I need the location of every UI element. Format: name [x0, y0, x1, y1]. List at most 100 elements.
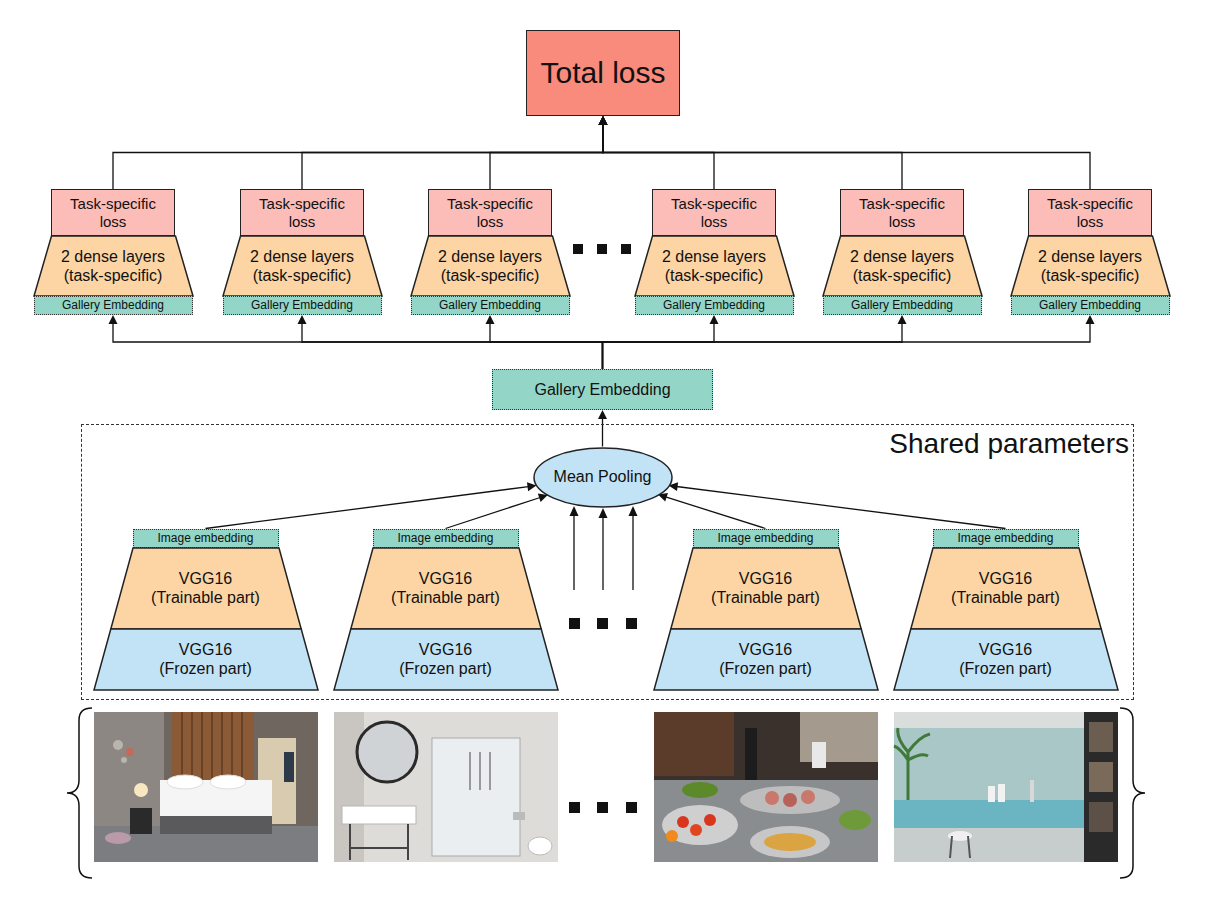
photo-bottle: [998, 784, 1005, 802]
embedding-box: Image embedding: [133, 529, 279, 548]
connector-line: [603, 124, 902, 189]
photo-pasta: [764, 833, 816, 851]
connector-line: [490, 124, 603, 189]
node-label: Task-specific loss: [1038, 195, 1142, 231]
photo-wood-wall: [654, 712, 734, 776]
photo-shelves: [1084, 712, 1118, 862]
region-title: Shared parameters: [889, 427, 1129, 461]
photo-jug: [812, 742, 826, 768]
arrow-head: [599, 116, 608, 125]
vgg-trainable-trapezoid-outline: [910, 548, 1100, 629]
node-label: Gallery Embedding: [62, 298, 164, 312]
node-label: Mean Pooling: [554, 467, 652, 486]
bedroom-photo: [94, 712, 318, 862]
photo-decor: [121, 757, 127, 763]
bathroom-photo: [334, 712, 558, 862]
photo-tomato: [666, 830, 678, 842]
connector-line: [677, 487, 1006, 529]
dense-layers-trapezoid-shape: [1011, 236, 1170, 296]
node-label: VGG16 (Frozen part): [951, 640, 1061, 678]
photo-toilet: [528, 837, 552, 855]
photo-nightstand: [130, 808, 152, 834]
vgg-frozen-trapezoid-shape: [894, 629, 1118, 690]
embedding-box: Gallery Embedding: [492, 369, 713, 410]
photo-sink-stand: [350, 824, 408, 860]
connector-arrow: [658, 493, 766, 529]
dense-layers-trapezoid-outline: [34, 236, 193, 296]
vgg-frozen-trapezoid-outline: [334, 629, 558, 690]
photo-window: [284, 752, 294, 782]
node-label: 2 dense layers (task-specific): [241, 247, 363, 285]
ellipsis-dot: [597, 802, 608, 813]
vgg-trainable-trapezoid-shape: [654, 548, 878, 629]
dense-layers-trapezoid-shape: [34, 236, 193, 296]
embedding-box: Gallery Embedding: [223, 296, 382, 315]
vgg-trainable-trapezoid-shape: [334, 548, 558, 629]
arrow-head: [629, 506, 638, 516]
connector-line: [113, 323, 603, 369]
embedding-box: Gallery Embedding: [411, 296, 570, 315]
node-label: 2 dense layers (task-specific): [653, 247, 775, 285]
vgg-frozen-trapezoid-outline: [94, 629, 318, 690]
vgg-frozen-trapezoid-outline: [894, 629, 1118, 690]
photo-rail: [1030, 780, 1034, 802]
node-label: VGG16 (Frozen part): [391, 640, 501, 678]
connector-line: [302, 124, 603, 189]
vgg-frozen-trapezoid-shape: [94, 629, 318, 690]
node-label: VGG16 (Trainable part): [943, 569, 1069, 607]
embedding-box: Image embedding: [373, 529, 519, 548]
node-label: Gallery Embedding: [439, 298, 541, 312]
node-label: Total loss: [540, 55, 665, 91]
connector-line: [602, 418, 603, 447]
vgg-frozen-trapezoid: VGG16 (Frozen part): [654, 629, 878, 690]
extra-arrow: [632, 516, 633, 590]
vgg-trainable-trapezoid-outline: [670, 548, 860, 629]
dense-layers-trapezoid: 2 dense layers (task-specific): [411, 236, 570, 296]
photo-tray: [662, 805, 738, 845]
photo-pillow: [167, 775, 203, 789]
connector-line: [603, 124, 1090, 189]
embedding-box: Gallery Embedding: [635, 296, 794, 315]
embedding-box: Gallery Embedding: [1011, 296, 1170, 315]
node-label: Task-specific loss: [250, 195, 354, 231]
photo-counter: [654, 780, 878, 862]
vgg-frozen-trapezoid: VGG16 (Frozen part): [334, 629, 558, 690]
dense-layers-trapezoid-shape: [223, 236, 382, 296]
connector-line: [490, 323, 603, 369]
node-label: Task-specific loss: [61, 195, 165, 231]
brace: [67, 708, 92, 878]
loss-box: Task-specific loss: [840, 189, 964, 236]
node-label: Task-specific loss: [662, 195, 766, 231]
arrow-head: [570, 506, 579, 516]
connector-line: [666, 497, 766, 529]
photo-salami: [801, 790, 815, 804]
connector-line: [603, 323, 1091, 369]
node-label: Image embedding: [397, 531, 493, 545]
ellipsis-dot: [626, 802, 637, 813]
dense-layers-trapezoid-outline: [823, 236, 982, 296]
dense-layers-trapezoid-shape: [635, 236, 794, 296]
photo-shower: [432, 738, 520, 856]
brace: [1120, 708, 1145, 878]
ellipsis-dot: [597, 618, 608, 629]
arrow-head: [898, 315, 907, 324]
arrow-head: [599, 508, 608, 518]
photo-greens: [682, 782, 718, 798]
dense-layers-trapezoid: 2 dense layers (task-specific): [1011, 236, 1170, 296]
ellipsis-dot: [573, 244, 583, 254]
photo-bed-base: [160, 816, 272, 834]
connector-line: [603, 323, 715, 369]
dense-layers-trapezoid: 2 dense layers (task-specific): [34, 236, 193, 296]
node-label: Gallery Embedding: [251, 298, 353, 312]
connector-arrow: [490, 116, 608, 189]
connector-arrow: [603, 315, 1095, 369]
photo-tray: [750, 826, 830, 858]
connector-line: [302, 323, 603, 369]
photo-bottle: [988, 786, 995, 802]
connector-arrow: [486, 315, 603, 369]
node-label: Image embedding: [717, 531, 813, 545]
arrow-head: [710, 315, 719, 324]
photo-decor: [113, 740, 123, 750]
photo-window: [800, 712, 878, 762]
node-label: Task-specific loss: [850, 195, 954, 231]
